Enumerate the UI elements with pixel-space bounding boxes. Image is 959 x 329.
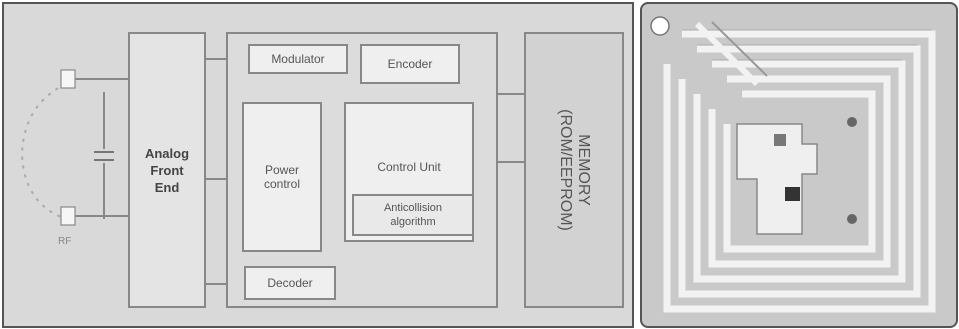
rfid-antenna-coil <box>650 16 936 313</box>
chip-die <box>785 187 800 201</box>
anticollision-line1: Anticollision <box>383 202 443 214</box>
power-label-line1: Power <box>264 163 299 177</box>
chip-bond-pad <box>774 134 786 146</box>
decoder-block: Decoder <box>244 266 336 300</box>
anticollision-line2: algorithm <box>390 216 436 228</box>
memory-label-line2: (ROM/EEPROM) <box>557 109 574 231</box>
via-top <box>847 117 857 127</box>
power-control-block: Power control <box>242 102 322 252</box>
antenna-terminal-bottom <box>60 206 76 226</box>
afe-label-line1: Analog <box>144 145 190 161</box>
anticollision-block: Anticollision algorithm <box>352 194 474 236</box>
afe-label-line2: Front <box>150 162 184 178</box>
mounting-hole <box>650 16 670 36</box>
encoder-block: Encoder <box>360 44 460 84</box>
modulator-block: Modulator <box>248 44 348 74</box>
antenna-terminal-top <box>60 69 76 89</box>
memory-label-line1: MEMORY <box>575 134 592 206</box>
power-label-line2: control <box>263 177 301 191</box>
via-bottom <box>847 214 857 224</box>
chip-pad <box>736 123 818 235</box>
antenna-label: RF <box>58 236 72 247</box>
control-unit-label: Control Unit <box>377 160 441 174</box>
analog-front-end-block: Analog Front End <box>128 32 206 308</box>
rfid-tag-photo <box>640 2 958 328</box>
memory-block: MEMORY (ROM/EEPROM) <box>524 32 624 308</box>
antenna-coil-trace <box>20 83 67 220</box>
afe-label-line3: End <box>154 179 180 195</box>
block-diagram-panel: RF Analog Front End Modulator Encoder Po… <box>2 2 634 328</box>
